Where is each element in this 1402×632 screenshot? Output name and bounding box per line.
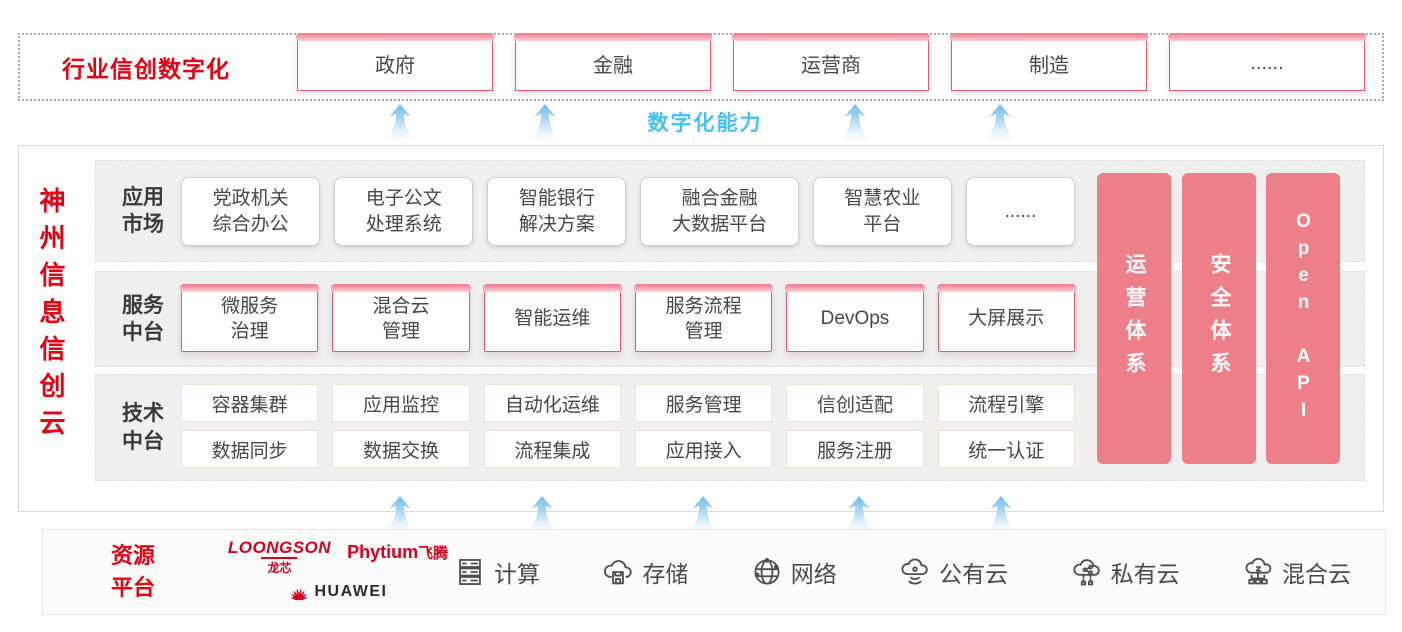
resource-item-label: 混合云 xyxy=(1281,561,1351,587)
resource-item-private-cloud: 私有云 xyxy=(1070,555,1180,589)
platform-title: 神州信息信创云 xyxy=(36,186,66,446)
resource-item-label: 网络 xyxy=(790,561,837,587)
tech-card: 数据交换 xyxy=(332,430,470,468)
up-arrow-icon xyxy=(843,496,875,536)
industry-more: ...... xyxy=(1168,33,1366,91)
industry-telecom: 运营商 xyxy=(732,33,930,91)
tech-card: 统一认证 xyxy=(937,430,1075,468)
resource-item-hybrid-cloud: 混合云 xyxy=(1241,555,1351,589)
service-card: 混合云 管理 xyxy=(331,284,471,352)
server-icon xyxy=(459,559,481,585)
app-card: 电子公文 处理系统 xyxy=(334,177,474,246)
app-card-more: ...... xyxy=(965,177,1075,246)
tech-platform-row: 技术 中台 容器集群 应用监控 自动化运维 服务管理 信创适配 流程引擎 数据同… xyxy=(95,374,1365,481)
up-arrow-icon xyxy=(985,496,1017,536)
resource-item-network: 网络 xyxy=(750,555,837,589)
up-arrow-icon xyxy=(384,496,416,536)
up-arrow-icon xyxy=(984,104,1016,144)
resource-item-label: 存储 xyxy=(642,561,689,587)
industry-list: 政府 金融 运营商 制造 ...... xyxy=(296,33,1366,91)
industry-finance: 金融 xyxy=(514,33,712,91)
service-platform-cards: 微服务 治理 混合云 管理 智能运维 服务流程 管理 DevOps 大屏展示 xyxy=(179,284,1077,352)
resource-item-compute: 计算 xyxy=(453,555,540,589)
industry-government: 政府 xyxy=(296,33,494,91)
industry-manufacturing: 制造 xyxy=(950,33,1148,91)
tech-card: 应用接入 xyxy=(634,430,773,468)
resource-item-public-cloud: 公有云 xyxy=(898,555,1008,589)
app-card: 融合金融 大数据平台 xyxy=(640,177,799,246)
security-system-bar: 安全体系 xyxy=(1182,173,1256,464)
tech-card: 服务管理 xyxy=(634,384,773,422)
up-arrow-icon xyxy=(529,104,561,144)
network-globe-icon xyxy=(754,558,780,585)
service-card: 智能运维 xyxy=(482,284,623,352)
phytium-logo: Phytium飞腾 xyxy=(347,542,449,562)
resource-item-label: 私有云 xyxy=(1110,561,1180,587)
service-card: DevOps xyxy=(785,284,925,352)
app-card: 党政机关 综合办公 xyxy=(181,177,321,246)
tech-platform-label: 技术 中台 xyxy=(122,402,164,453)
up-arrow-icon xyxy=(384,104,416,144)
service-card: 微服务 治理 xyxy=(179,284,320,352)
resource-item-label: 公有云 xyxy=(939,561,1009,587)
resource-items: 计算 存储 网络 xyxy=(453,530,1351,614)
tech-card: 数据同步 xyxy=(181,430,319,468)
storage-cloud-icon xyxy=(604,560,633,585)
open-api-bar: Open API xyxy=(1266,173,1340,464)
app-market-cards: 党政机关 综合办公 电子公文 处理系统 智能银行 解决方案 融合金融 大数据平台… xyxy=(181,177,1075,246)
tech-card: 容器集群 xyxy=(181,384,319,422)
resource-platform-panel: 资源 平台 LOONGSON 龙芯 Phytium飞腾 xyxy=(42,529,1386,615)
up-arrow-icon xyxy=(687,496,719,536)
service-card: 服务流程 管理 xyxy=(633,284,774,352)
up-arrow-icon xyxy=(839,104,871,144)
vendor-logos: LOONGSON 龙芯 Phytium飞腾 xyxy=(203,538,473,601)
huawei-logo: HUAWEI xyxy=(203,583,473,601)
tech-card: 流程引擎 xyxy=(937,384,1075,422)
service-platform-label: 服务 中台 xyxy=(122,293,164,344)
resource-item-storage: 存储 xyxy=(601,555,688,589)
tech-platform-cards: 容器集群 应用监控 自动化运维 服务管理 信创适配 流程引擎 数据同步 数据交换… xyxy=(181,384,1075,468)
service-card: 大屏展示 xyxy=(936,284,1077,352)
operation-system-bar: 运营体系 xyxy=(1097,173,1171,464)
app-card: 智能银行 解决方案 xyxy=(487,177,627,246)
app-market-row: 应用 市场 党政机关 综合办公 电子公文 处理系统 智能银行 解决方案 融合金融… xyxy=(95,160,1365,262)
tech-card: 自动化运维 xyxy=(483,384,621,422)
public-cloud-icon xyxy=(901,558,928,585)
industry-banner-title: 行业信创数字化 xyxy=(62,56,230,82)
hybrid-cloud-icon xyxy=(1245,557,1272,585)
private-cloud-icon xyxy=(1073,559,1100,586)
app-card: 智慧农业 平台 xyxy=(812,177,952,246)
loongson-logo: LOONGSON 龙芯 xyxy=(227,538,332,575)
resource-platform-label: 资源 平台 xyxy=(111,543,156,600)
capability-title: 数字化能力 xyxy=(647,112,763,135)
service-platform-row: 服务 中台 微服务 治理 混合云 管理 智能运维 服务流程 管理 DevOps … xyxy=(95,271,1365,367)
huawei-flower-icon xyxy=(290,588,307,601)
app-market-label: 应用 市场 xyxy=(122,185,164,236)
resource-item-label: 计算 xyxy=(494,561,540,587)
up-arrow-icon xyxy=(526,496,558,536)
tech-card: 服务注册 xyxy=(786,430,924,468)
tech-card: 流程集成 xyxy=(483,430,621,468)
tech-card: 应用监控 xyxy=(332,384,470,422)
tech-card: 信创适配 xyxy=(786,384,924,422)
